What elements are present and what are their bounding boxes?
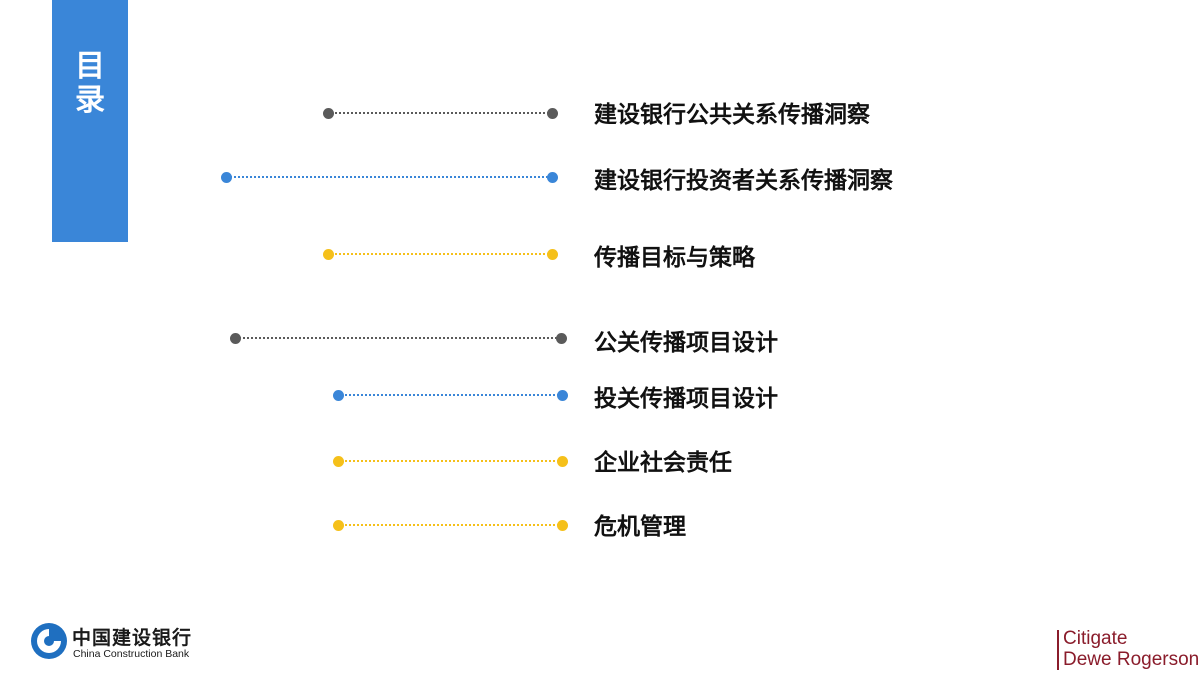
toc-item-2[interactable]: 建设银行投资者关系传播洞察 (0, 162, 1200, 194)
toc-dot-end (547, 172, 558, 183)
toc-item-5[interactable]: 投关传播项目设计 (0, 380, 1200, 412)
toc-dot-end (547, 249, 558, 260)
citigate-divider (1057, 630, 1059, 670)
toc-dot-start (230, 333, 241, 344)
toc-connector-line (226, 176, 552, 178)
toc-dot-end (557, 456, 568, 467)
toc-label: 危机管理 (594, 514, 686, 540)
toc-connector-line (338, 524, 562, 526)
toc-label: 企业社会责任 (594, 450, 732, 476)
toc-item-3[interactable]: 传播目标与策略 (0, 239, 1200, 271)
toc-dot-start (323, 108, 334, 119)
title-char-2: 录 (75, 83, 105, 118)
toc-dot-end (556, 333, 567, 344)
toc-label: 建设银行投资者关系传播洞察 (594, 168, 893, 194)
toc-dot-start (323, 249, 334, 260)
toc-item-1[interactable]: 建设银行公共关系传播洞察 (0, 98, 1200, 128)
ccb-name-en: China Construction Bank (73, 648, 190, 660)
toc-item-4[interactable]: 公关传播项目设计 (0, 323, 1200, 356)
toc-item-6[interactable]: 企业社会责任 (0, 446, 1200, 476)
page-title: 目 录 (52, 50, 128, 118)
ccb-name-cn: 中国建设银行 (72, 627, 193, 649)
citigate-line2: Dewe Rogerson (1063, 649, 1200, 670)
toc-dot-start (333, 520, 344, 531)
title-bar: 目 录 (52, 0, 128, 242)
toc-label: 传播目标与策略 (594, 245, 755, 271)
toc-dot-start (221, 172, 232, 183)
toc-connector-line (328, 112, 552, 114)
toc-label: 建设银行公共关系传播洞察 (594, 102, 870, 128)
toc-dot-end (547, 108, 558, 119)
citigate-logo: Citigate Dewe Rogerson (1055, 628, 1200, 672)
toc-dot-start (333, 390, 344, 401)
citigate-line1: Citigate (1063, 628, 1128, 649)
toc-connector-line (338, 394, 562, 396)
toc-label: 公关传播项目设计 (594, 330, 778, 356)
toc-dot-end (557, 390, 568, 401)
toc-label: 投关传播项目设计 (594, 386, 778, 412)
toc-item-7[interactable]: 危机管理 (0, 510, 1200, 540)
toc-connector-line (338, 460, 562, 462)
toc-connector-line (235, 337, 561, 339)
ccb-logo-icon (31, 623, 67, 659)
ccb-logo: 中国建设银行 China Construction Bank (30, 622, 260, 664)
toc-connector-line (328, 253, 552, 255)
toc-dot-start (333, 456, 344, 467)
toc-dot-end (557, 520, 568, 531)
title-char-1: 目 (75, 49, 105, 84)
